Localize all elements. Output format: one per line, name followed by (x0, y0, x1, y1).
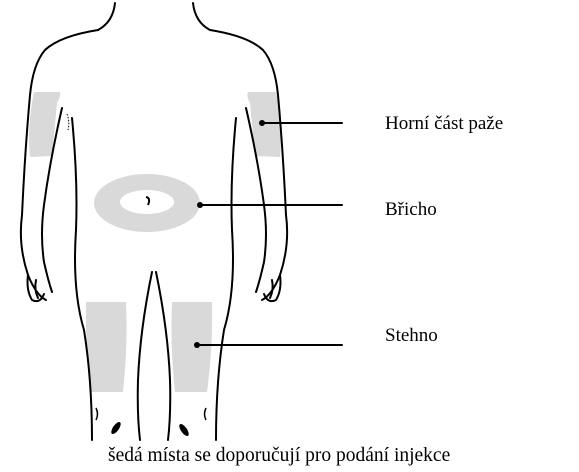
left-elbow-texture (67, 114, 69, 130)
inner-leg-right (156, 272, 170, 440)
pointer-dot-arm (259, 120, 265, 126)
injection-sites (29, 92, 281, 392)
left-thigh-site (86, 302, 127, 392)
right-torso-side (216, 118, 236, 440)
left-knee-mark (110, 421, 123, 436)
label-abdomen: Břicho (385, 199, 437, 221)
right-neck-line (193, 3, 210, 30)
right-knee-crease (205, 408, 207, 420)
caption: šedá místa se doporučují pro podání inje… (108, 444, 450, 468)
left-neck-line (98, 3, 115, 30)
right-thigh-site (171, 302, 212, 392)
abdomen-inner-ring (120, 190, 174, 214)
left-shoulder-arm-outer (21, 30, 98, 300)
pointer-dot-thigh (194, 342, 200, 348)
right-shoulder-arm-outer (210, 30, 287, 300)
pointer-dot-abdomen (197, 202, 203, 208)
inner-leg-left (138, 272, 152, 440)
right-knee-mark (178, 423, 191, 438)
label-upper-arm: Horní část paže (385, 113, 503, 135)
label-thigh: Stehno (385, 325, 438, 347)
left-upper-arm-site (29, 92, 60, 157)
left-knee-crease (96, 408, 98, 420)
left-torso-side (72, 118, 92, 440)
